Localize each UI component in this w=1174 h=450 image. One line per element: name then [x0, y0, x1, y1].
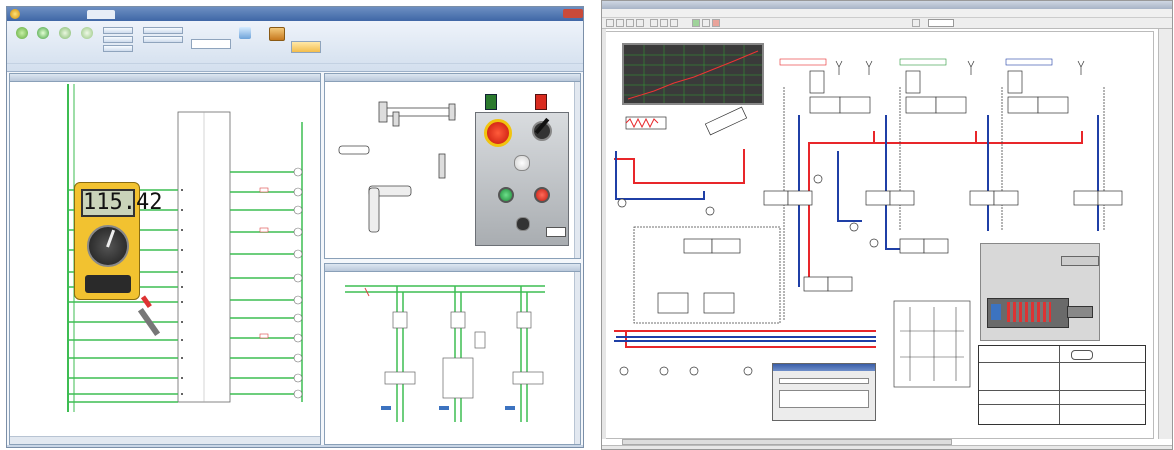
schematic-pane-title — [10, 74, 320, 82]
ribbon-active-button[interactable] — [291, 41, 321, 53]
schematic-pane: 115.42 — [9, 73, 321, 445]
schematic-scrollbar[interactable] — [10, 436, 320, 444]
cylinder-cutaway-panel — [980, 243, 1100, 341]
pneumatic-pane-title — [325, 264, 580, 272]
right-app-window — [601, 0, 1173, 450]
title-block-divider-2 — [979, 390, 1145, 391]
multimeter-jacks — [85, 275, 131, 293]
mechanics-drawing — [338, 101, 456, 233]
pilot-lamp — [514, 155, 530, 171]
tab-7[interactable] — [171, 10, 207, 19]
toolbar-new-icon[interactable] — [606, 19, 614, 27]
cutaway-spring — [1007, 302, 1051, 322]
tab-3[interactable] — [67, 10, 89, 19]
tab-5[interactable] — [115, 10, 135, 19]
pneumatic-circuit — [614, 58, 1123, 388]
dialog-field[interactable] — [779, 390, 869, 408]
ribbon-option-5[interactable] — [143, 36, 183, 43]
horizontal-scrollbar[interactable] — [622, 439, 952, 445]
title-block — [978, 345, 1146, 425]
stop-icon[interactable] — [269, 27, 285, 41]
right-toolbar — [602, 18, 1172, 29]
dialog-slider[interactable] — [779, 378, 869, 384]
right-status-bar — [602, 445, 1172, 449]
toolbar-save-icon[interactable] — [626, 19, 634, 27]
pneumatic-pane — [324, 263, 581, 445]
stop-button[interactable] — [534, 187, 550, 203]
step-icon[interactable] — [81, 27, 93, 39]
schematic-diagram — [67, 84, 303, 412]
toolbar-pause-icon[interactable] — [702, 19, 710, 27]
toolbar-play-icon[interactable] — [692, 19, 700, 27]
indicator-light-green — [485, 94, 497, 110]
start-button[interactable] — [498, 187, 514, 203]
oscilloscope-widget — [622, 43, 764, 105]
right-title-bar — [602, 1, 1172, 9]
emergency-stop-button[interactable] — [484, 119, 512, 147]
tab-1[interactable] — [27, 10, 49, 19]
panel-pane-title — [325, 74, 580, 82]
toolbar-paste-icon[interactable] — [670, 19, 678, 27]
connect-icon[interactable] — [239, 27, 251, 39]
title-block-divider-1 — [979, 362, 1145, 363]
oscilloscope-trace — [624, 45, 762, 103]
panel-pane — [324, 73, 581, 259]
ribbon-option-1[interactable] — [103, 27, 133, 34]
ribbon-group-labels — [7, 63, 583, 71]
toolbar-cut-icon[interactable] — [650, 19, 658, 27]
multimeter[interactable]: 115.42 — [74, 182, 163, 300]
ribbon-option-4[interactable] — [143, 27, 183, 34]
dialog-title-bar — [773, 364, 875, 371]
toolbar-copy-icon[interactable] — [660, 19, 668, 27]
ribbon-option-3[interactable] — [103, 45, 133, 52]
ribbon-dropdown[interactable] — [191, 39, 231, 49]
tab-2[interactable] — [47, 10, 69, 19]
selector-switch[interactable] — [516, 217, 530, 231]
toolbar-zoom-icon[interactable] — [912, 19, 920, 27]
pneumatic-diagram — [345, 285, 545, 422]
control-panel-box — [475, 112, 569, 246]
indicator-light-red — [535, 94, 547, 110]
toolbar-stop-icon[interactable] — [712, 19, 720, 27]
play-icon[interactable] — [37, 27, 49, 39]
tab-6[interactable] — [133, 10, 173, 19]
cutaway-seal — [991, 304, 1001, 320]
left-title-bar — [7, 7, 583, 21]
app-orb-icon[interactable] — [10, 9, 20, 19]
parameter-dialog[interactable] — [772, 363, 876, 421]
right-vertical-scrollbar[interactable] — [1158, 29, 1172, 439]
multimeter-display: 115.42 — [81, 189, 163, 217]
cutaway-rod — [1061, 256, 1099, 266]
tab-active[interactable] — [87, 10, 115, 19]
symbol-icons — [1071, 350, 1093, 360]
toolbar-print-icon[interactable] — [636, 19, 644, 27]
pneumatic-scrollbar[interactable] — [574, 272, 580, 444]
tab-8[interactable] — [207, 10, 247, 19]
panel-scrollbar[interactable] — [574, 82, 580, 258]
green-check-icon[interactable] — [16, 27, 28, 39]
right-tool-column — [602, 29, 606, 439]
left-status-bar — [7, 445, 583, 447]
zoom-select[interactable] — [928, 19, 954, 27]
toolbar-open-icon[interactable] — [616, 19, 624, 27]
ribbon-option-2[interactable] — [103, 36, 133, 43]
left-app-window: 115.42 — [6, 6, 584, 448]
pause-icon[interactable] — [59, 27, 71, 39]
title-block-divider-3 — [979, 404, 1145, 405]
panel-nameplate — [546, 227, 566, 237]
right-menu-bar — [602, 9, 1172, 18]
cutaway-tip — [1067, 306, 1093, 318]
title-block-divider-v — [1059, 346, 1060, 424]
window-controls[interactable] — [563, 9, 583, 18]
